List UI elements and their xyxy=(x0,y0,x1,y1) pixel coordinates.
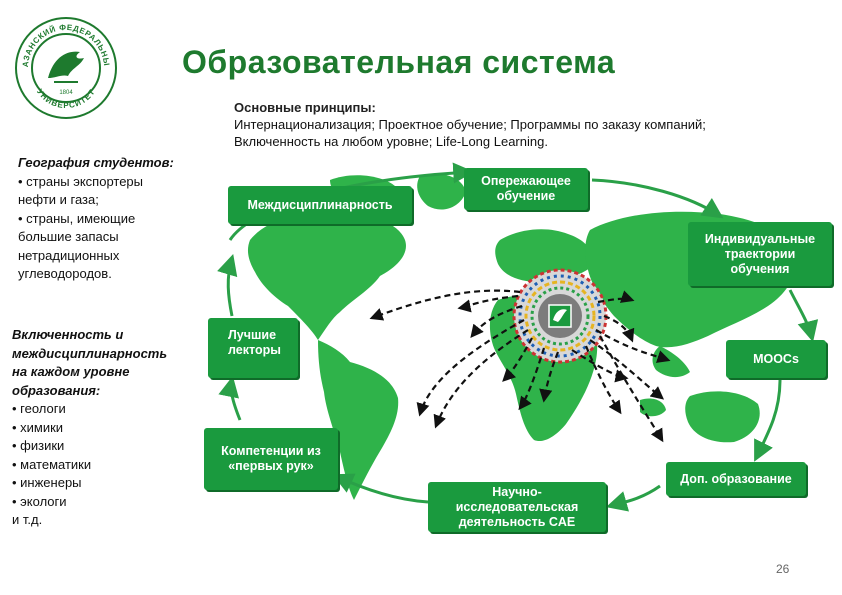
list-item: нетрадиционных xyxy=(18,247,120,263)
list-item: • геологи xyxy=(12,401,66,416)
inclusion-heading-line: междисциплинарность xyxy=(12,345,168,361)
inclusion-heading-line: на каждом уровне xyxy=(12,364,130,379)
inclusion-heading-line: Включенность и xyxy=(12,327,124,342)
page-number: 26 xyxy=(776,562,790,576)
flag-cluster xyxy=(512,268,608,364)
logo-year: 1804 xyxy=(59,90,73,96)
geography-heading: География студентов: xyxy=(18,155,174,170)
list-item: • физики xyxy=(12,438,65,453)
student-flow-arrows xyxy=(369,289,671,443)
principles-heading: Основные принципы: xyxy=(234,100,376,115)
list-item: и т.д. xyxy=(12,512,43,527)
principles-text: Интернационализация; Проектное обучение;… xyxy=(234,117,706,149)
list-item: • страны, имеющие xyxy=(18,210,136,226)
geography-block: География студентов: • страны экспортеры… xyxy=(18,154,218,284)
list-item: • инженеры xyxy=(12,475,82,490)
list-item: • экологи xyxy=(12,493,67,509)
list-item: нефти и газа; xyxy=(18,192,99,207)
list-item: большие запасы xyxy=(18,229,119,244)
university-logo: КАЗАНСКИЙ ФЕДЕРАЛЬНЫЙ УНИВЕРСИТЕТ 1804 xyxy=(14,16,117,119)
box-additional-education: Доп. образование xyxy=(666,462,806,496)
inclusion-block: Включенность и междисциплинарность на ка… xyxy=(12,326,212,530)
list-item: углеводородов. xyxy=(18,266,112,281)
inclusion-heading-line: образования: xyxy=(12,382,101,398)
principles-block: Основные принципы: Интернационализация; … xyxy=(234,99,794,150)
page-title: Образовательная система xyxy=(182,44,616,80)
box-moocs: MOOCs xyxy=(726,340,826,378)
list-item: • математики xyxy=(12,456,92,472)
box-interdisciplinarity: Междисциплинарность xyxy=(228,186,412,224)
box-competencies: Компетенции из«первых рук» xyxy=(204,428,338,490)
list-item: • страны экспортеры xyxy=(18,173,144,189)
list-item: • химики xyxy=(12,419,64,435)
